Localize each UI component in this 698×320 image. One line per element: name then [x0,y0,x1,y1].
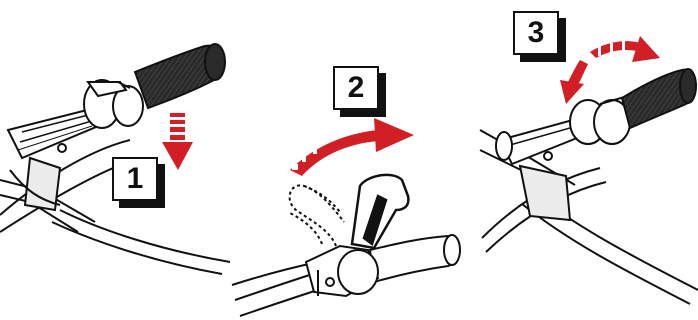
step-1-label: 1 [112,157,158,201]
clamp-ring [83,79,144,129]
lever-new-position [350,173,410,250]
panel-3-illustration [479,36,698,305]
shifter-body [6,106,110,212]
panel-2-illustration [231,118,461,317]
clamp-lever-illustration [304,244,380,298]
rotate-arrow-icon [560,36,660,104]
lever-old-position [287,184,345,247]
grip-illustration [133,43,226,110]
step-3-label: 3 [513,11,559,55]
curved-arrow-icon [290,118,414,176]
step-1-number: 1 [126,162,144,195]
grip-illustration-3 [620,68,697,130]
step-3-number: 3 [527,16,545,49]
panel-1-illustration [0,43,231,275]
step-2-number: 2 [347,71,365,104]
grip-illustration-2 [368,234,461,284]
step-2-label: 2 [333,66,379,110]
down-arrow-icon [162,113,193,170]
